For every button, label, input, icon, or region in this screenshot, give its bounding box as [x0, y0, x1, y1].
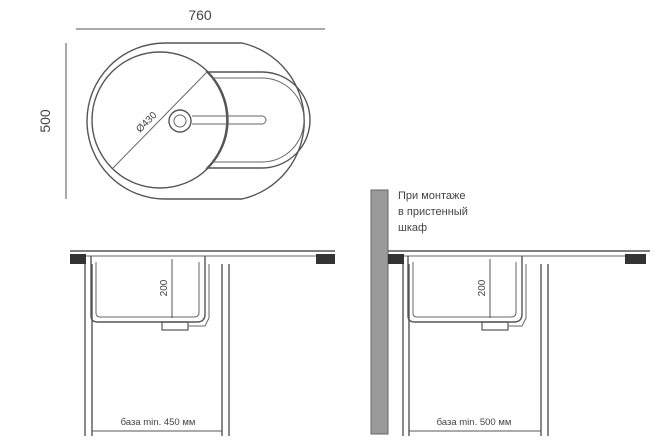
wall-panel: [370, 189, 389, 435]
drainer-wing: [205, 71, 311, 169]
depth-label: 200: [159, 279, 170, 296]
drain-fitting-right: [481, 321, 509, 331]
round-bowl: [91, 51, 229, 189]
bowl-section-outer: [90, 256, 206, 323]
rim-right: [316, 254, 335, 264]
width-label: 760: [188, 7, 212, 23]
bowl-section-inner-right: [412, 262, 517, 318]
note-line-2: в пристенный: [398, 206, 468, 218]
depth-label-right: 200: [477, 279, 488, 296]
base-label-right: база min. 500 мм: [437, 417, 512, 428]
diameter-line: [112, 71, 208, 169]
bowl-section-inner: [95, 262, 200, 318]
top-view: 760 500 Ø430: [37, 7, 325, 200]
rim-right-right: [625, 254, 646, 264]
note-line-1: При монтаже: [398, 190, 466, 202]
diameter-label: Ø430: [134, 110, 159, 135]
drain-outer: [168, 109, 192, 133]
height-label: 500: [37, 109, 53, 133]
bowl-section-outer-right: [407, 256, 523, 323]
note-line-3: шкаф: [398, 222, 427, 234]
right-side-view: 200 база min. 500 мм При монтаже в прист…: [370, 189, 650, 436]
overflow-pipe-right: [508, 264, 527, 327]
groove-end: [261, 115, 267, 125]
drain-inner: [173, 114, 187, 128]
sink-outline: [86, 42, 305, 200]
drainer-groove: [192, 115, 262, 125]
rim-left-right: [388, 254, 404, 264]
left-side-view: 200 база min. 450 мм: [70, 250, 335, 436]
drainer-inner-edge: [212, 77, 305, 163]
rim-left: [70, 254, 86, 264]
drain-fitting: [161, 321, 189, 331]
base-label: база min. 450 мм: [121, 417, 196, 428]
overflow-pipe: [188, 264, 210, 327]
